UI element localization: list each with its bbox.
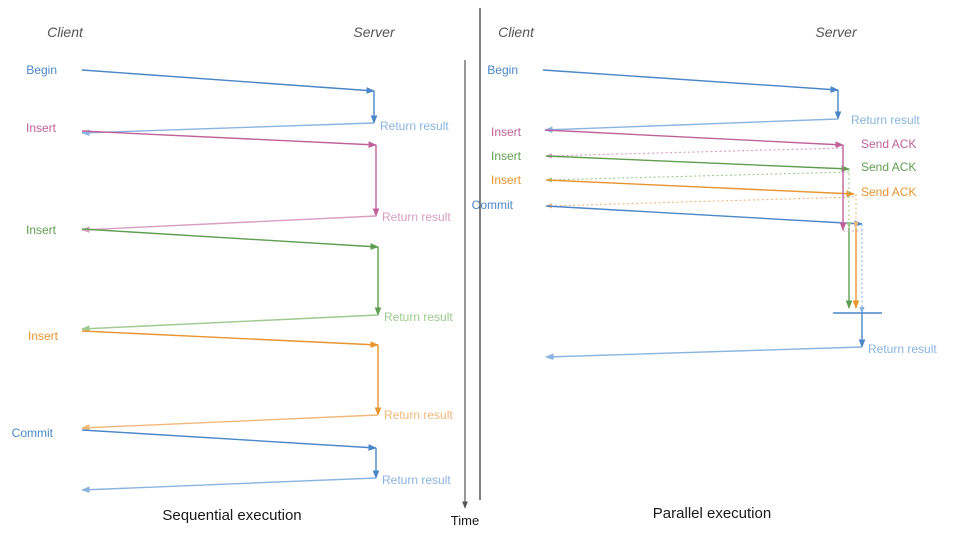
sequential-insert3-request-arrow <box>81 330 379 348</box>
sequential-insert1-return-arrow <box>81 215 377 233</box>
sequential-insert1-return-label: Return result <box>382 210 451 224</box>
parallel-begin-request-label: Begin <box>487 63 518 77</box>
parallel-insert2-ack-return-arrow <box>545 171 850 183</box>
sequential-commit-request-label: Commit <box>12 426 54 440</box>
panel-caption-sequential: Sequential execution <box>162 507 301 524</box>
sequential-commit-return-label: Return result <box>382 473 451 487</box>
sequential-commit-return-arrow <box>81 477 377 494</box>
sequential-begin-return-arrow <box>81 122 375 137</box>
sequential-insert3-return-arrow <box>81 414 379 432</box>
sequential-begin-return-label: Return result <box>380 119 449 133</box>
sequential-insert2-request-arrow <box>81 228 379 250</box>
sequential-insert2-request-label: Insert <box>26 223 57 237</box>
lane-header-client-sequential: Client <box>47 24 84 40</box>
parallel-commit-return-label: Return result <box>868 342 937 356</box>
parallel-insert1-request-label: Insert <box>491 125 522 139</box>
sequential-commit-request-arrow <box>81 429 377 451</box>
lane-header-server-parallel: Server <box>815 24 858 40</box>
parallel-begin-request-arrow <box>542 69 839 93</box>
time-axis-layer: Time <box>451 60 479 528</box>
sequential-insert3-return-label: Return result <box>384 408 453 422</box>
sequential-insert1-request-label: Insert <box>26 121 57 135</box>
sequential-insert1-request-arrow <box>81 130 377 148</box>
parallel-insert3-request-arrow <box>545 179 855 198</box>
sequential-begin-request-label: Begin <box>26 63 57 77</box>
parallel-commit-return-arrow <box>545 346 863 361</box>
parallel-insert1-ack-label-label: Send ACK <box>861 137 916 151</box>
parallel-insert3-ack-return-arrow <box>545 196 855 209</box>
parallel-commit-request-label: Commit <box>472 198 514 212</box>
parallel-insert3-ack-label-label: Send ACK <box>861 185 916 199</box>
parallel-insert2-ack-label-label: Send ACK <box>861 160 916 174</box>
parallel-insert3-request-label: Insert <box>491 173 522 187</box>
lane-header-server-sequential: Server <box>353 24 396 40</box>
sequential-insert3-request-label: Insert <box>28 329 59 343</box>
parallel-begin-return-arrow <box>544 118 839 134</box>
panel-caption-parallel: Parallel execution <box>653 505 771 522</box>
parallel-insert1-ack-return-arrow <box>545 147 844 159</box>
parallel-insert2-request-arrow <box>545 155 850 173</box>
sequential-begin-request-arrow <box>81 69 375 94</box>
parallel-insert2-request-label: Insert <box>491 149 522 163</box>
sequential-insert2-return-arrow <box>81 314 379 332</box>
time-axis-label: Time <box>451 513 479 528</box>
sequential-insert2-return-label: Return result <box>384 310 453 324</box>
parallel-insert1-request-arrow <box>544 129 844 148</box>
parallel-begin-return-label: Return result <box>851 113 920 127</box>
parallel-commit-request-arrow <box>545 205 863 227</box>
lane-header-client-parallel: Client <box>498 24 535 40</box>
